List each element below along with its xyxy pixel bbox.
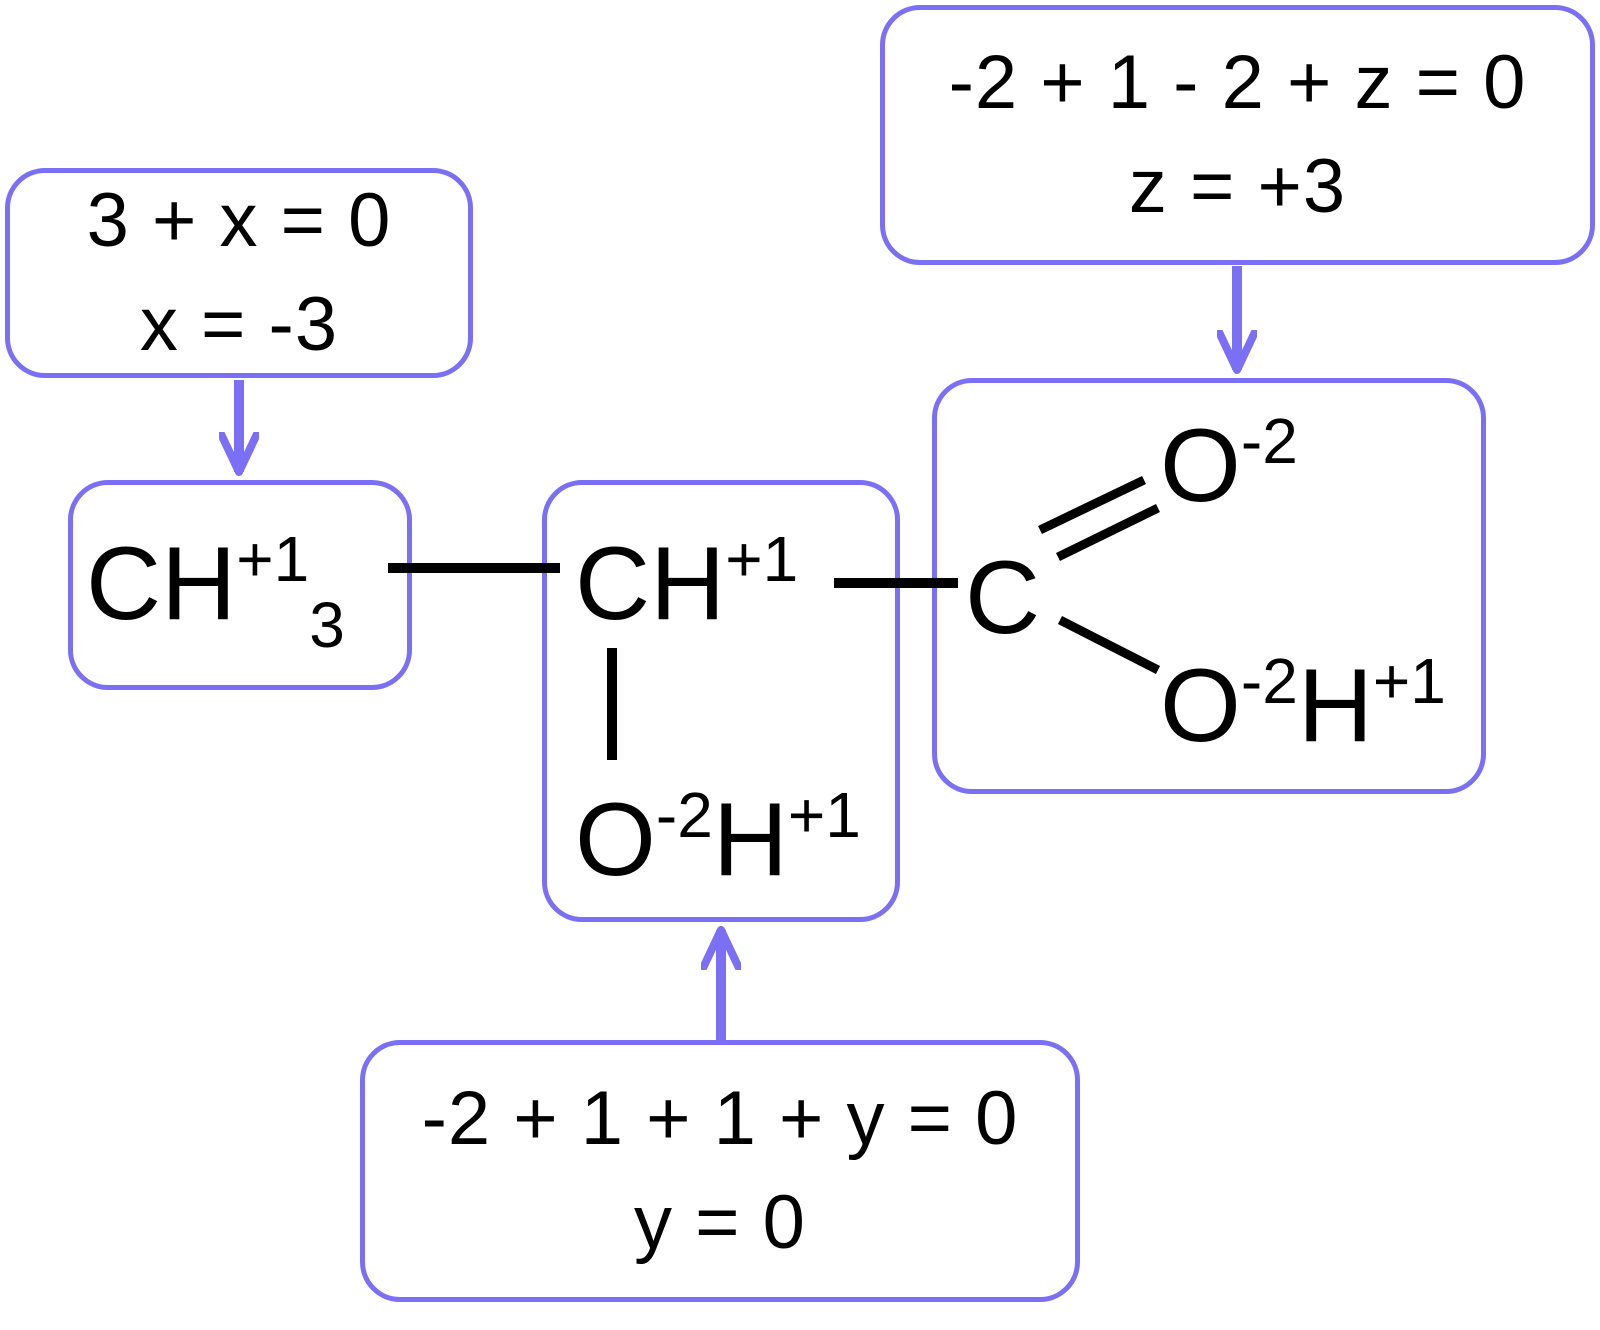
carboxyl-hydroxyl-hydrogen: H <box>1297 648 1373 764</box>
equation-box-carboxyl: -2 + 1 - 2 + z = 0 z = +3 <box>880 5 1595 265</box>
hydroxyl-oxygen-charge: -2 <box>655 779 713 851</box>
carboxyl-carbon-atom: C <box>965 540 1041 656</box>
middle-hydrogen-atom: H <box>650 526 726 642</box>
carboxyl-hydroxyl-oxygen: O <box>1160 648 1241 764</box>
carboxyl-hydroxyl-hydrogen-charge: +1 <box>1372 645 1446 717</box>
equation-methyl-line1: 3 + x = 0 <box>86 178 392 263</box>
double-bond-lower <box>1056 503 1160 562</box>
carbonyl-oxygen-label: O-2 <box>1160 409 1298 518</box>
methyl-hydrogen-charge: +1 <box>236 523 310 595</box>
carboxyl-hydroxyl-oxygen-charge: -2 <box>1240 645 1298 717</box>
double-bond-upper <box>1038 475 1146 535</box>
carbonyl-oxygen-atom: O <box>1160 408 1241 524</box>
methyl-group-box <box>68 480 412 690</box>
equation-box-hydroxyl-carbon: -2 + 1 + 1 + y = 0 y = 0 <box>360 1040 1080 1302</box>
hydroxyl-middle-label: O-2H+1 <box>575 783 861 892</box>
carboxyl-carbon-label: C <box>965 546 1040 650</box>
middle-hydrogen-charge: +1 <box>725 523 799 595</box>
carbonyl-oxygen-charge: -2 <box>1240 405 1298 477</box>
middle-carbon-atom: C <box>575 526 651 642</box>
equation-box-methyl: 3 + x = 0 x = -3 <box>5 168 473 378</box>
single-bond-carboxyl-oh <box>1057 615 1161 675</box>
equation-hydroxyl-carbon-line2: y = 0 <box>634 1180 806 1265</box>
equation-carboxyl-line1: -2 + 1 - 2 + z = 0 <box>948 40 1527 125</box>
equation-carboxyl-line2: z = +3 <box>1128 144 1347 229</box>
middle-carbon-group-box <box>542 480 900 922</box>
hydroxyl-hydrogen-charge: +1 <box>787 779 861 851</box>
methyl-label: CH+13 <box>86 527 345 657</box>
methyl-hydrogen: H <box>161 526 237 642</box>
methyl-carbon: C <box>86 526 162 642</box>
equation-hydroxyl-carbon-line1: -2 + 1 + 1 + y = 0 <box>421 1076 1019 1161</box>
hydroxyl-oxygen: O <box>575 782 656 898</box>
middle-carbon-label: CH+1 <box>575 527 798 636</box>
equation-methyl-line2: x = -3 <box>139 282 339 367</box>
carboxyl-hydroxyl-label: O-2H+1 <box>1160 649 1446 758</box>
methyl-subscript: 3 <box>309 589 345 661</box>
hydroxyl-hydrogen: H <box>712 782 788 898</box>
